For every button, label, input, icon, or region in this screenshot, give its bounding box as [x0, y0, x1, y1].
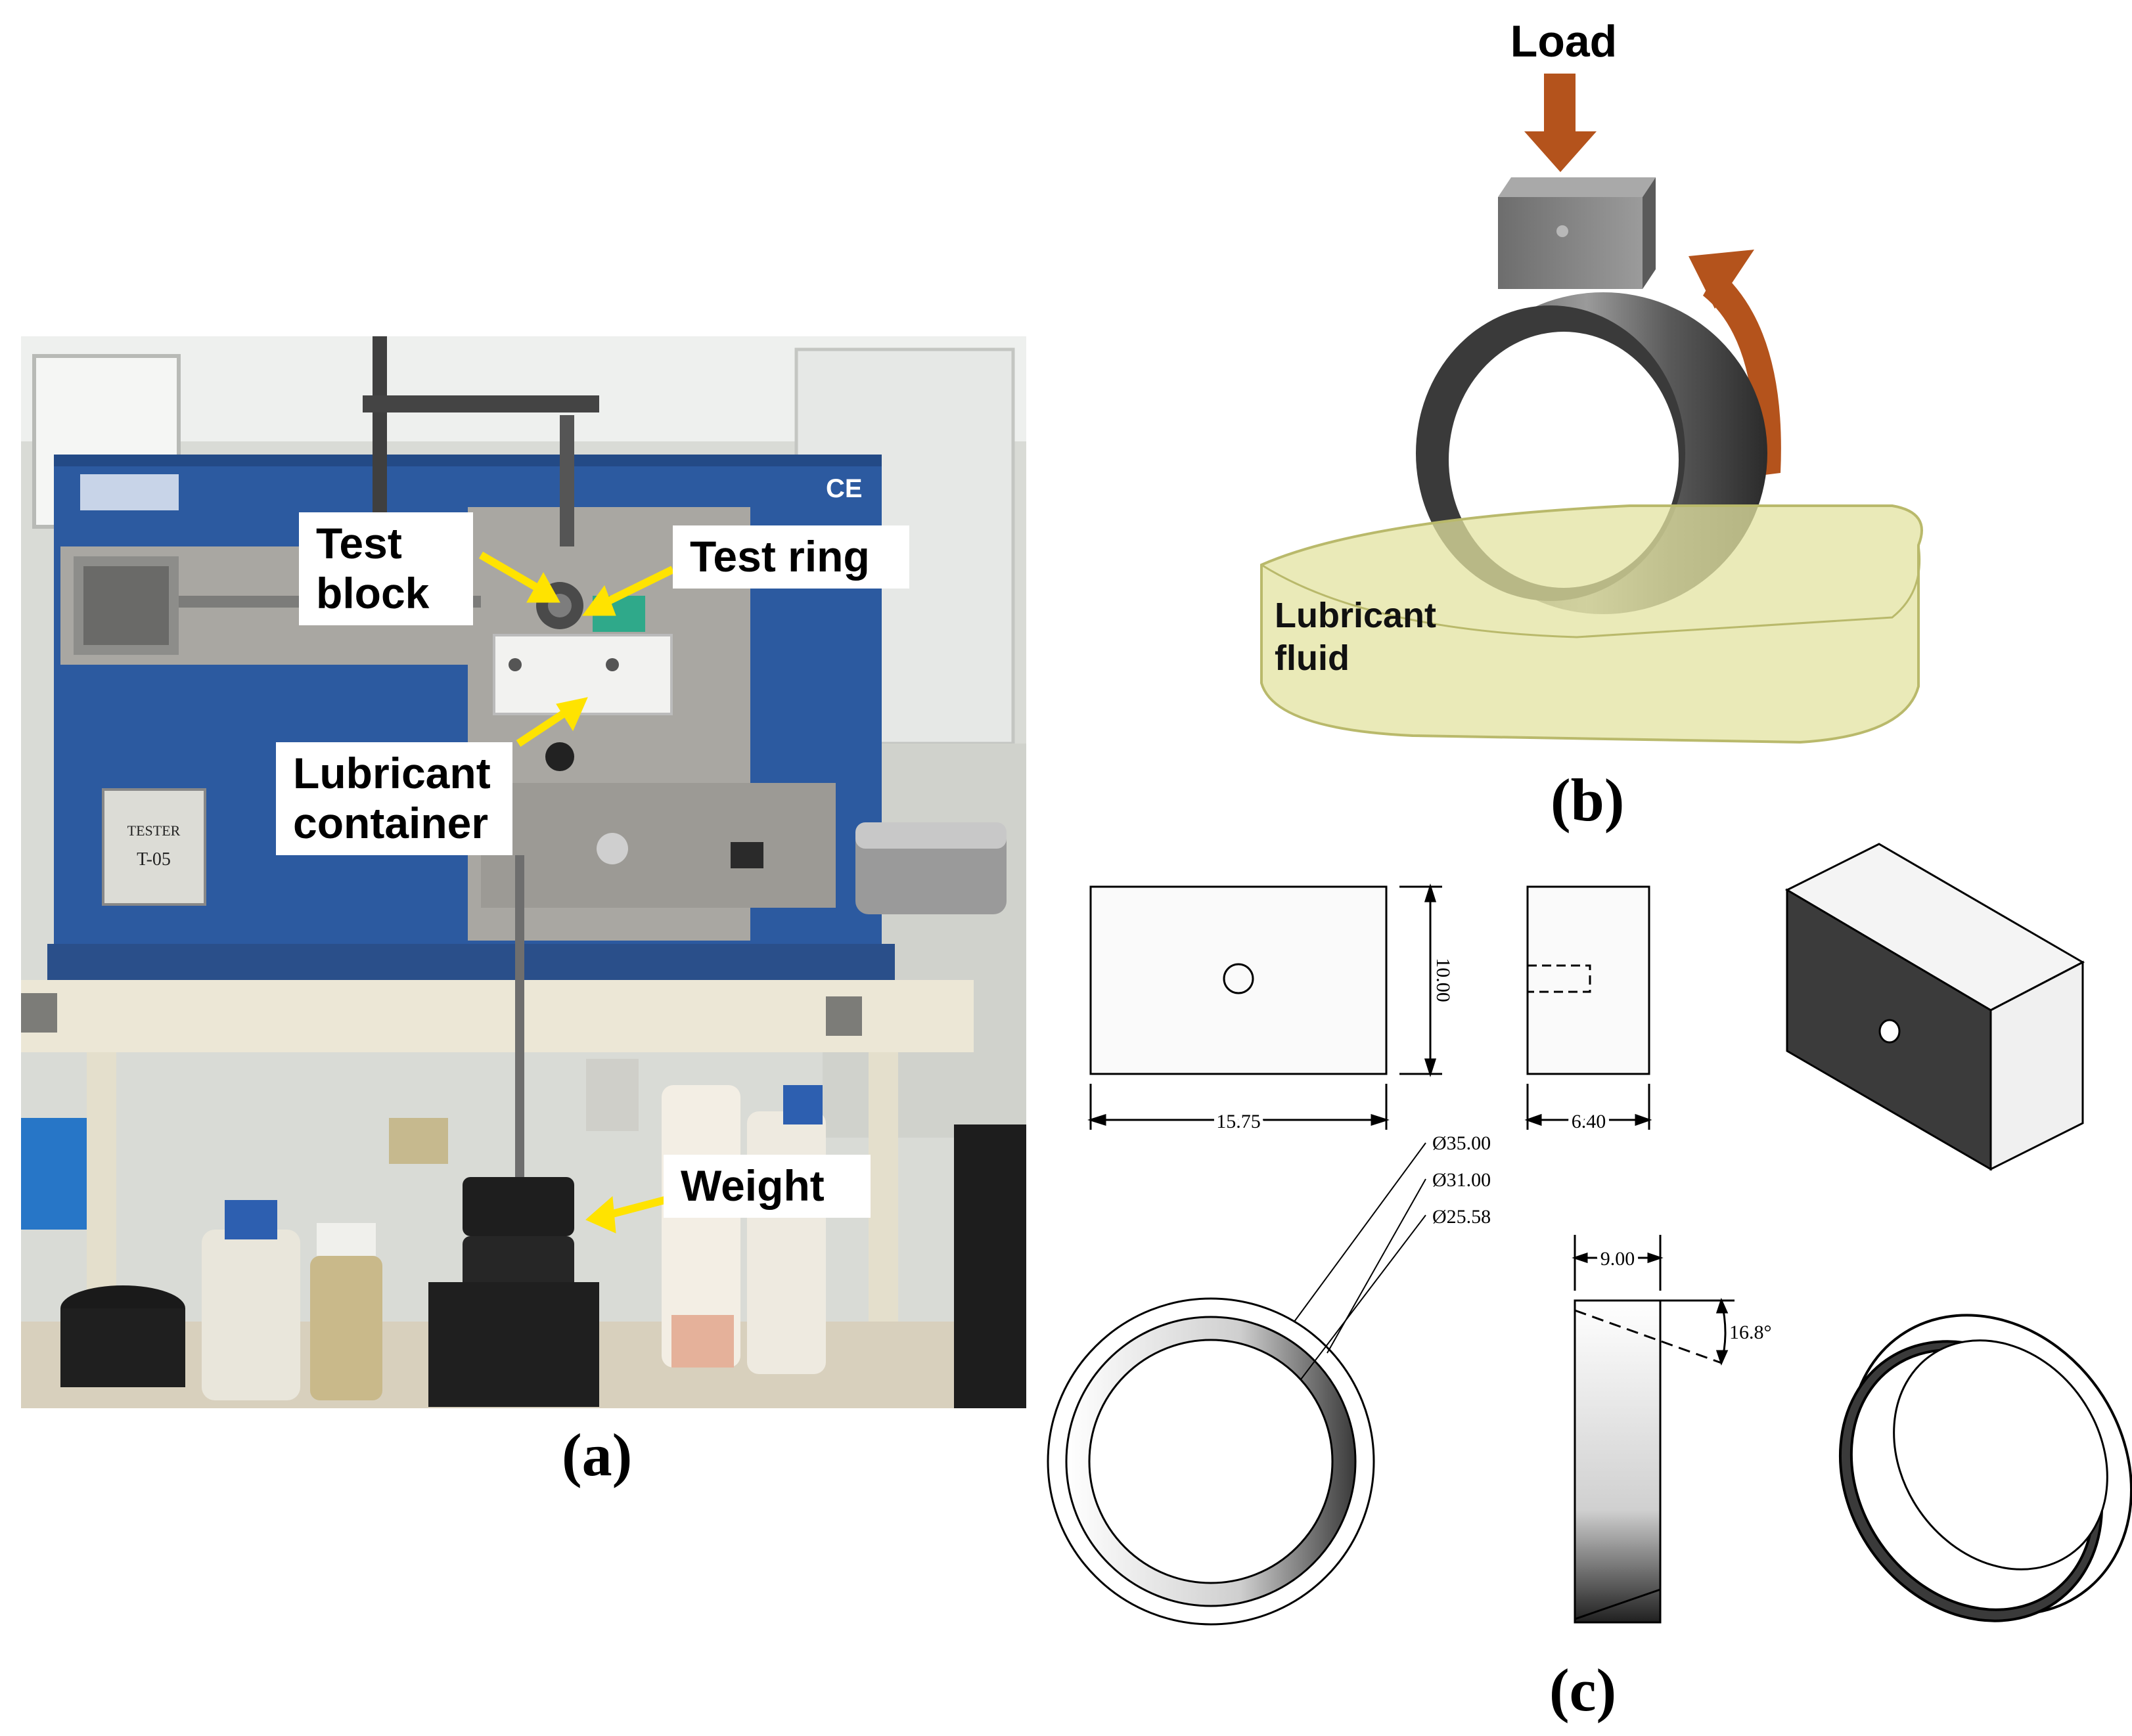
plate-brand: TESTER: [127, 822, 181, 839]
load-label: Load: [1510, 16, 1617, 66]
fluid-label-line2: fluid: [1275, 638, 1350, 678]
callout-test-ring: Test ring: [673, 525, 909, 589]
photo-panel-a: CE TESTER T-05: [21, 336, 1026, 1408]
panel-label-a: (a): [562, 1421, 633, 1488]
dim-block-length: 15.75: [1216, 1111, 1261, 1132]
dim-ring-outer-diameter: Ø35.00: [1432, 1132, 1491, 1154]
callout-test-block: Test block: [299, 512, 473, 625]
panel-label-b: (b): [1551, 767, 1625, 834]
test-block-3d: [1498, 177, 1656, 289]
block-front-view: [1087, 883, 1442, 1130]
block-isometric: [1784, 843, 2085, 1171]
ring-front-view: [1047, 1142, 1426, 1626]
load-arrow: [1524, 74, 1597, 172]
callout-lubricant-container: Lubricant container: [276, 742, 512, 855]
block-on-ring-schematic: Load Lubricant fluid: [1260, 16, 1923, 744]
dim-ring-angle: 16.8°: [1729, 1322, 1772, 1343]
ring-isometric: [1838, 1314, 2132, 1622]
technical-drawings: 15.75 10.00 6.40 Ø35.00 Ø31.00 Ø25.58: [1047, 843, 2132, 1626]
ring-side-view: [1572, 1235, 1735, 1624]
panel-label-c: (c): [1549, 1657, 1617, 1724]
lubricant-bath: [1260, 504, 1923, 744]
block-side-view: [1524, 885, 1652, 1130]
test-machine-photo: CE TESTER T-05: [21, 336, 1026, 1408]
dim-ring-inner-diameter: Ø25.58: [1432, 1206, 1491, 1228]
callout-arrows: [478, 551, 675, 1234]
callout-weight: Weight: [664, 1155, 871, 1218]
dim-block-height: 10.00: [1432, 958, 1454, 1002]
plate-model: T-05: [137, 849, 171, 870]
fluid-label-line1: Lubricant: [1275, 596, 1436, 635]
dim-ring-mid-diameter: Ø31.00: [1432, 1169, 1491, 1191]
dim-ring-thickness: 9.00: [1600, 1248, 1635, 1270]
dim-block-width: 6.40: [1572, 1111, 1606, 1132]
ce-mark: CE: [826, 474, 863, 503]
